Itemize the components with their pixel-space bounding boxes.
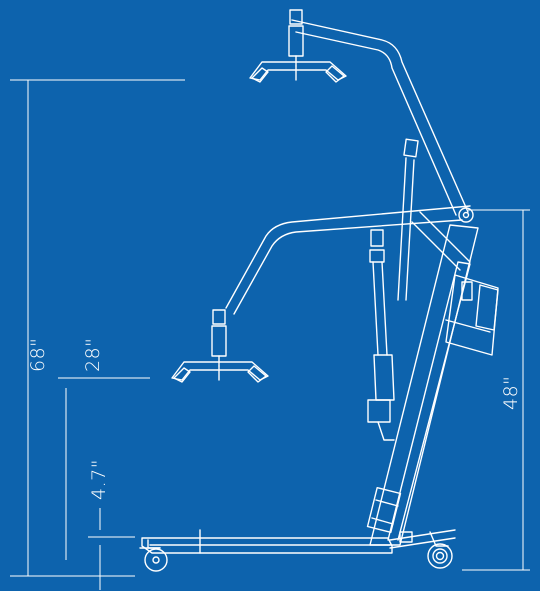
dimension-label-low-boom-height: 28" [82,337,104,372]
actuator-lowered [367,229,395,441]
spreader-lowered [171,309,269,383]
dimension-label-overall-height: 68" [27,337,49,372]
boom-lowered [225,205,471,315]
boom-raised [291,19,474,223]
rear-caster [427,531,453,569]
mast [366,224,479,546]
battery-box [445,274,499,356]
actuator-raised [397,138,419,301]
dimension-label-base-clearance: 4.7" [88,459,110,500]
base-frame [141,529,456,554]
spreader-raised [249,9,347,83]
front-caster [139,539,168,572]
dimension-label-mast-height: 48" [500,375,522,410]
dimension-lines [10,79,530,590]
